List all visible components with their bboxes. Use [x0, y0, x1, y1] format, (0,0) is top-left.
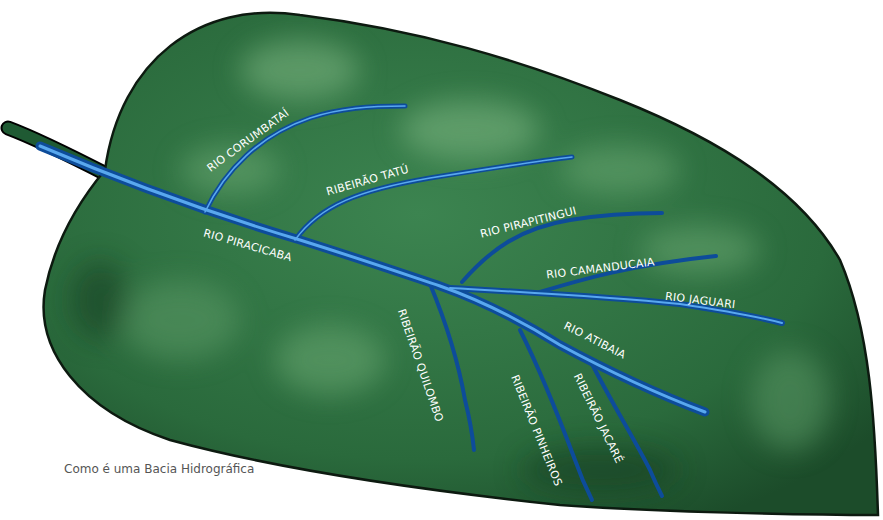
- river-network: [40, 106, 782, 500]
- leaf-texture: [70, 40, 830, 495]
- leaf-shape: [44, 13, 878, 515]
- caption: Como é uma Bacia Hidrográfica: [64, 462, 254, 476]
